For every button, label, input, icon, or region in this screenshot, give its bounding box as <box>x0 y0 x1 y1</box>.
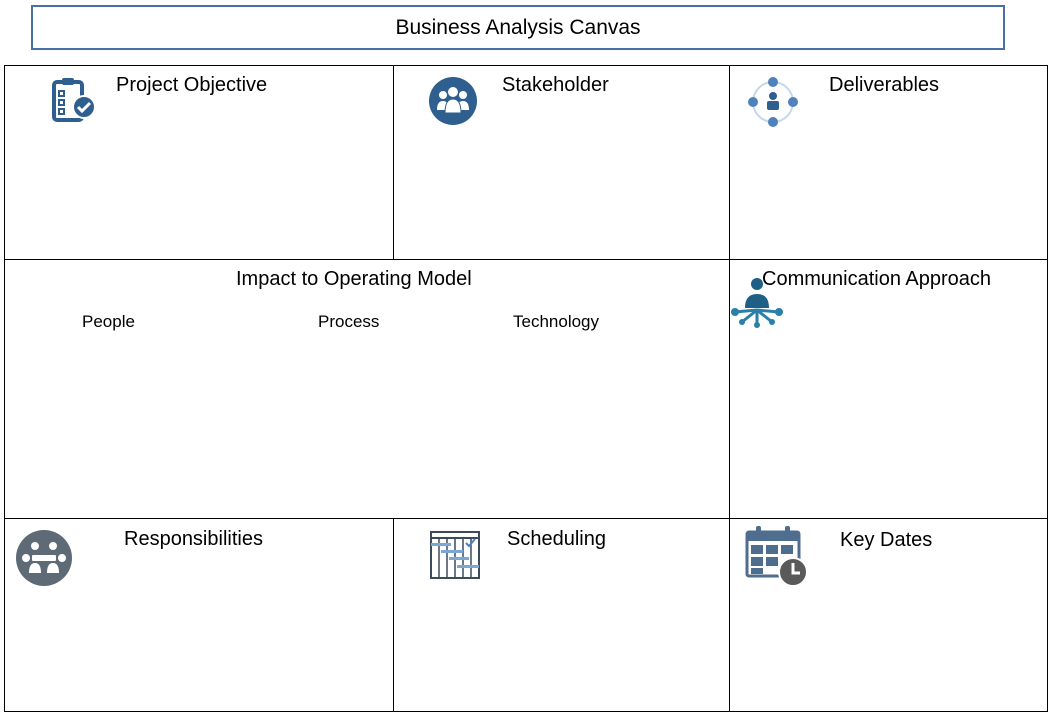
stakeholder-group-icon <box>428 76 478 131</box>
grid-row-divider-2 <box>4 518 1048 519</box>
canvas-title: Business Analysis Canvas <box>31 5 1005 50</box>
grid-border-top <box>4 65 1048 66</box>
deliverables-network-icon <box>745 74 801 135</box>
checklist-icon <box>50 76 98 131</box>
grid-row-divider-1 <box>4 259 1048 260</box>
communication-hub-icon <box>731 276 783 333</box>
grid-col-divider-2 <box>729 65 730 712</box>
responsibilities-team-icon <box>15 529 73 592</box>
key-dates-label: Key Dates <box>840 529 933 551</box>
communication-approach-label: Communication Approach <box>762 268 992 290</box>
grid-border-bottom <box>4 711 1048 712</box>
stakeholder-label: Stakeholder <box>502 74 609 96</box>
impact-column-process: Process <box>318 312 380 331</box>
grid-col-divider-top-1 <box>393 65 394 260</box>
grid-border-right <box>1047 65 1048 712</box>
grid-col-divider-bottom-1 <box>393 518 394 712</box>
calendar-clock-icon <box>744 523 810 594</box>
impact-column-technology: Technology <box>513 312 600 331</box>
canvas-title-text: Business Analysis Canvas <box>395 15 641 39</box>
impact-operating-model-label: Impact to Operating Model <box>236 268 472 290</box>
grid-border-left <box>4 65 5 712</box>
project-objective-label: Project Objective <box>116 74 268 96</box>
gantt-schedule-icon <box>428 529 484 586</box>
responsibilities-label: Responsibilities <box>124 528 263 550</box>
deliverables-label: Deliverables <box>829 74 940 96</box>
scheduling-label: Scheduling <box>507 528 606 550</box>
impact-column-people: People <box>82 312 135 331</box>
